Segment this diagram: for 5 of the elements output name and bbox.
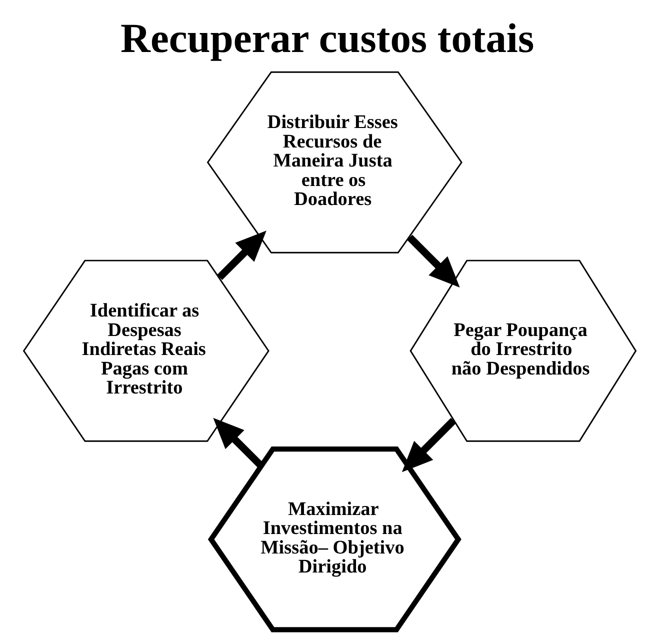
arrow bbox=[401, 418, 456, 472]
arrow bbox=[212, 418, 264, 469]
arrow bbox=[406, 234, 460, 288]
arrow bbox=[216, 230, 266, 280]
diagram-title: Recuperar custos totais bbox=[120, 14, 534, 61]
